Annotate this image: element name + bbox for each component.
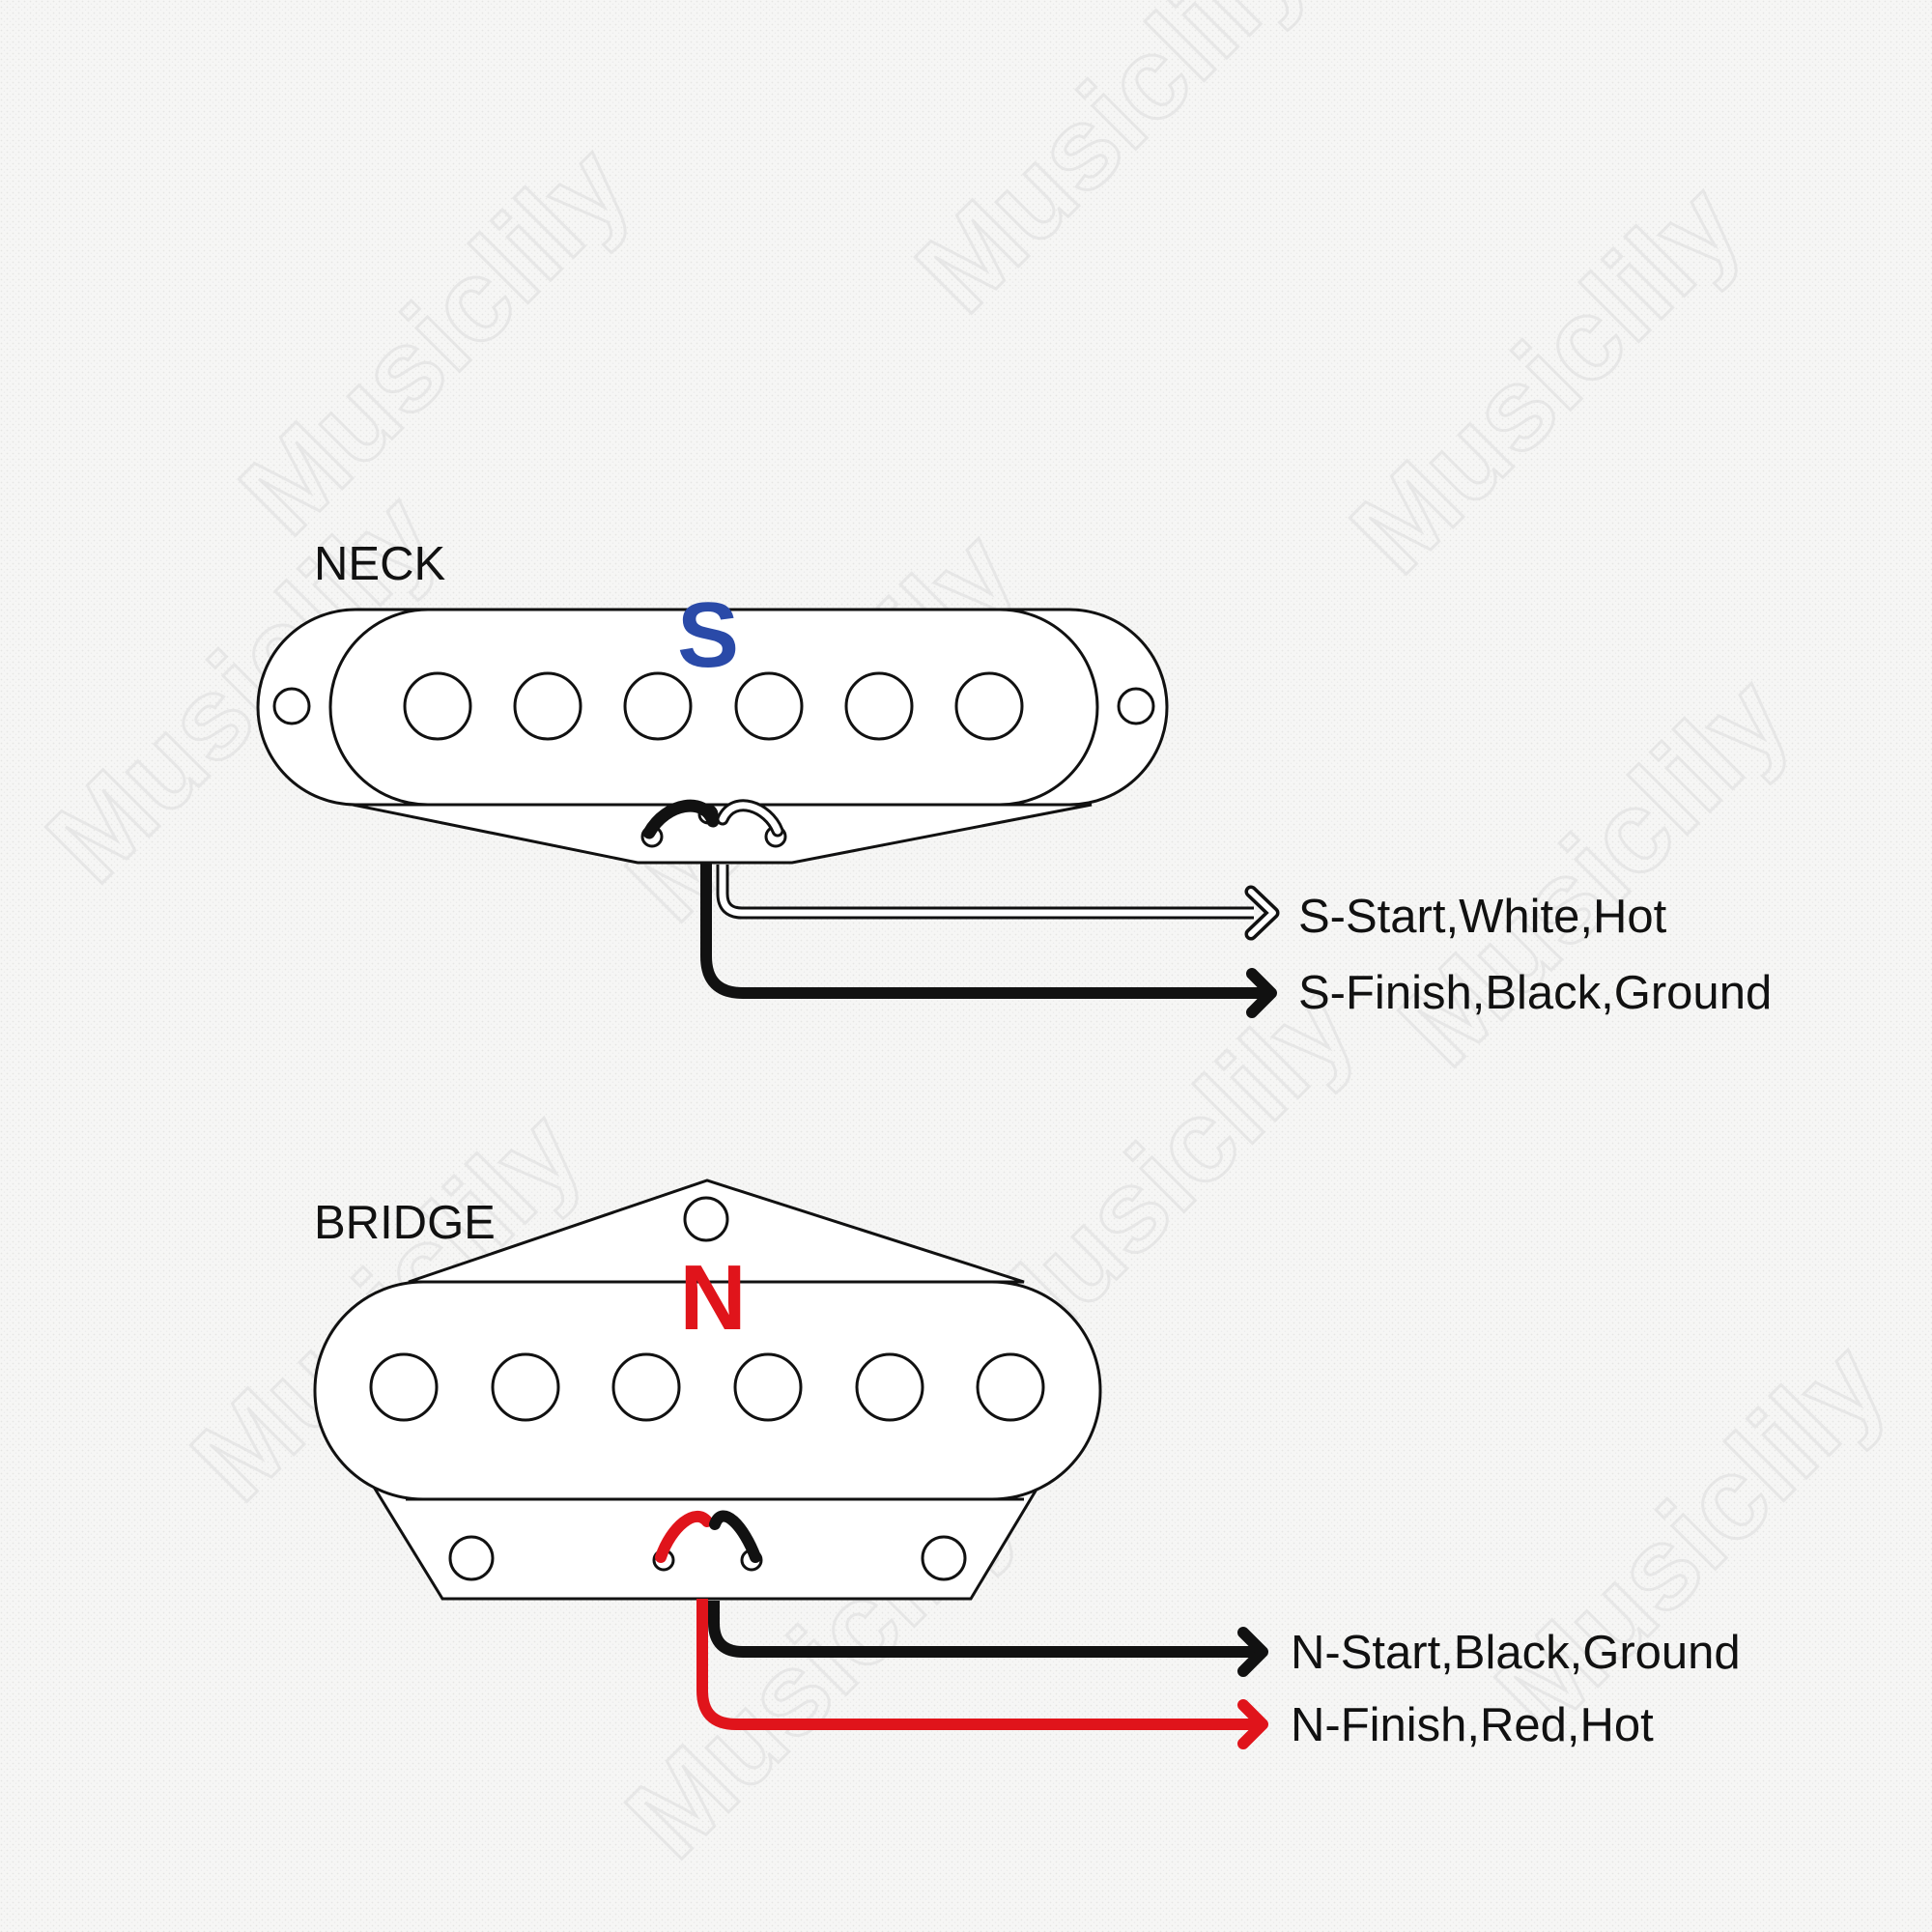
neck-black-wire [700,863,1265,999]
bridge-pole-piece [855,1352,924,1422]
bridge-title: BRIDGE [314,1197,496,1249]
neck-pole-piece [844,671,914,741]
bridge-wire-label-finish: N-Finish,Red,Hot [1291,1699,1654,1751]
bridge-mount-hole-right [921,1535,967,1581]
bridge-pole-piece [733,1352,803,1422]
bridge-top-mount-hole [683,1196,729,1242]
neck-white-lead-hook [719,802,781,835]
neck-pole-piece [623,671,693,741]
bridge-wire-label-start: N-Start,Black,Ground [1291,1627,1741,1679]
bridge-pole-piece [491,1352,560,1422]
neck-pickup-cover [328,608,1099,807]
bridge-black-wire [708,1601,1256,1658]
neck-polarity-letter: S [677,583,739,687]
neck-pole-piece [513,671,582,741]
neck-title: NECK [314,538,445,590]
bridge-black-lead-hook [709,1510,761,1563]
bridge-pickup-cover [313,1280,1102,1501]
neck-black-lead-hook [642,799,720,839]
neck-pole-piece [954,671,1024,741]
neck-pole-piece [734,671,804,741]
bridge-pole-piece [976,1352,1045,1422]
neck-wire-label-finish: S-Finish,Black,Ground [1298,967,1772,1019]
neck-white-wire-arrow [1248,889,1276,937]
bridge-mount-hole-left [448,1535,495,1581]
bridge-black-wire-arrow [1237,1627,1268,1677]
neck-white-wire [719,865,1254,917]
neck-pole-piece [403,671,472,741]
bridge-pickup-section: BRIDGE N [313,1179,1741,1751]
bridge-pole-piece [369,1352,439,1422]
neck-pickup-body [256,608,1169,865]
neck-mount-hole-left [272,687,311,725]
bridge-red-lead-hook [655,1511,713,1563]
neck-pickup-section: NECK S [256,538,1772,1019]
neck-black-wire-arrow [1246,968,1277,1018]
bridge-red-wire-arrow [1237,1699,1268,1749]
neck-mount-hole-right [1117,687,1155,725]
neck-wire-label-start: S-Start,White,Hot [1298,891,1667,943]
bridge-pole-piece [611,1352,681,1422]
bridge-polarity-letter: N [679,1246,746,1350]
bridge-red-wire [696,1599,1256,1730]
